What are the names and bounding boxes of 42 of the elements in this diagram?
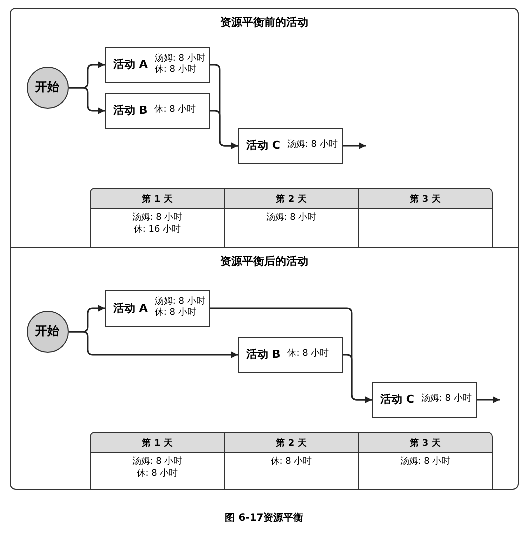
table-cell: 休: 8 小时 [224,452,358,490]
activity-box [104,92,210,128]
table-header-cell: 第 1 天 [90,432,224,452]
activity-title: 活动 A [114,57,148,72]
arrow [69,331,238,358]
table-header-cell: 第 3 天 [358,188,493,208]
resource-note: 汤姆: 8 小时休: 8 小时 [154,54,206,76]
activity-title: 活动 C [380,392,414,407]
table-cell: 汤姆: 8 小时 [224,208,358,247]
arrow [477,396,500,404]
activity-title: 活动 B [246,347,281,362]
activity-title: 活动 C [246,138,280,153]
table-header-cell: 第 1 天 [90,188,224,208]
table-header-cell: 第 2 天 [224,432,358,452]
figure-caption: 图 6-17资源平衡 [224,512,305,525]
table-cell: 汤姆: 8 小时休: 8 小时 [90,452,224,490]
resource-note: 汤姆: 8 小时 [287,140,339,151]
resource-note: 休: 8 小时 [288,349,330,360]
resource-note: 汤姆: 8 小时 [421,394,473,405]
activity-box [238,128,342,164]
arrow [210,110,238,150]
start-circle [26,66,68,108]
panel-title: 资源平衡后的活动 [220,254,310,269]
activity-box [372,382,476,418]
arrow [69,87,105,114]
table-cell: 汤姆: 8 小时 [358,452,493,490]
panel-title: 资源平衡前的活动 [220,15,310,30]
start-circle [26,310,68,352]
activity-box [104,46,210,82]
arrow [343,142,366,150]
arrow [343,354,372,404]
activity-box [104,290,210,326]
start-label: 开始 [36,79,60,96]
activity-title: 活动 A [114,300,148,316]
resource-note: 汤姆: 8 小时休: 8 小时 [154,297,206,319]
resource-note: 休: 8 小时 [154,105,198,116]
activity-title: 活动 B [114,103,148,118]
activity-box [238,336,342,372]
start-label: 开始 [36,323,60,340]
table-header-cell: 第 2 天 [224,188,358,208]
table-cell: 汤姆: 8 小时休: 16 小时 [90,208,224,247]
table-header-cell: 第 3 天 [358,432,493,452]
